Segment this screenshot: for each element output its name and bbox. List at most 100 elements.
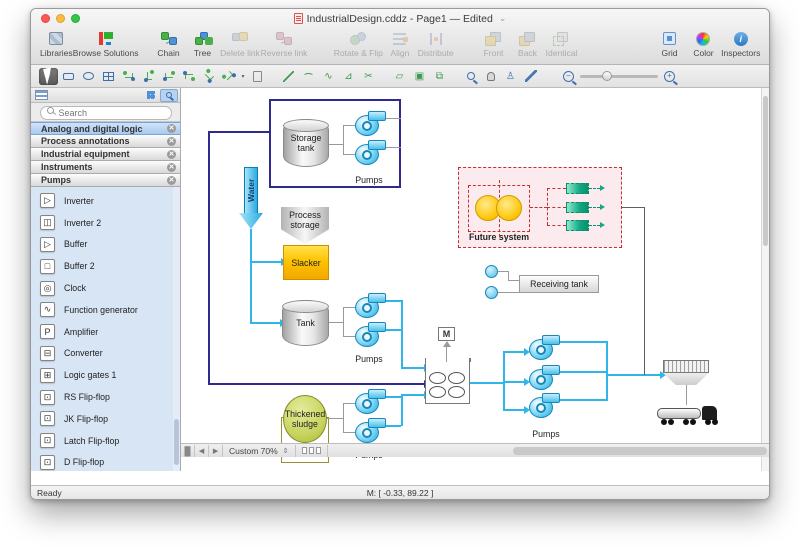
connector-tool-6[interactable]	[219, 68, 238, 85]
pan-tool[interactable]	[481, 68, 500, 85]
shape-item[interactable]: ⊡JK Flip-flop	[31, 408, 180, 430]
table-tool[interactable]	[99, 68, 118, 85]
connector-tool-menu[interactable]: ▾	[241, 73, 245, 80]
pipe-segment[interactable]	[401, 391, 430, 399]
pipe-segment[interactable]	[250, 229, 252, 324]
drawing-canvas[interactable]: Storage tank Pumps Water	[181, 88, 769, 471]
splitter-icon[interactable]: ▐▌	[181, 444, 195, 457]
rotate-flip-button[interactable]: Rotate & Flip	[334, 30, 383, 62]
tank-shape[interactable]: Tank	[282, 300, 329, 346]
pipe-segment[interactable]	[384, 396, 401, 398]
pipe-segment[interactable]	[503, 406, 530, 414]
connector-tool-1[interactable]	[119, 68, 138, 85]
horizontal-scrollbar[interactable]	[328, 445, 769, 457]
delete-link-button[interactable]: Delete link	[220, 30, 261, 62]
inlet-circle-shape[interactable]	[485, 265, 498, 278]
browse-solutions-button[interactable]: Browse Solutions	[73, 30, 138, 62]
pipe-segment[interactable]	[644, 207, 645, 375]
shape-item[interactable]: ∿Function generator	[31, 299, 180, 321]
zoom-slider[interactable]	[580, 70, 658, 81]
slacker-shape[interactable]: Slacker	[283, 245, 329, 280]
pump-shape[interactable]	[529, 393, 560, 418]
library-grid-view-button[interactable]	[142, 89, 160, 102]
pipe-segment[interactable]	[503, 348, 530, 356]
reshape-tool[interactable]: ▱	[395, 70, 404, 82]
hopper-shape[interactable]	[663, 360, 709, 373]
shape-item[interactable]: ⊟Converter	[31, 343, 180, 365]
close-icon[interactable]: ✕	[167, 162, 176, 172]
pump-shape[interactable]	[355, 140, 386, 165]
pipe-segment[interactable]	[208, 380, 430, 388]
rectangle-tool[interactable]	[59, 68, 78, 85]
spline-tool[interactable]: ∿	[324, 70, 333, 82]
page-thumbnails-icon[interactable]	[296, 444, 328, 457]
close-icon[interactable]: ✕	[167, 175, 176, 185]
pump-shape[interactable]	[355, 389, 386, 414]
zoom-button[interactable]	[71, 14, 80, 23]
chain-button[interactable]: Chain	[152, 30, 186, 62]
minimize-button[interactable]	[56, 14, 65, 23]
shape-item[interactable]: ◎Clock	[31, 277, 180, 299]
pipe-segment[interactable]	[250, 258, 287, 266]
libraries-button[interactable]: Libraries	[39, 30, 74, 62]
color-button[interactable]: Color	[686, 30, 720, 62]
identical-button[interactable]: Identical	[544, 30, 578, 62]
zoom-in-icon[interactable]: +	[664, 70, 675, 82]
next-page-button[interactable]: ▶	[209, 444, 223, 457]
prev-page-button[interactable]: ◀	[195, 444, 209, 457]
library-section-instruments[interactable]: Instruments✕	[31, 161, 180, 174]
water-arrow-shape[interactable]: Water	[239, 167, 263, 229]
close-button[interactable]	[41, 14, 50, 23]
format-painter-tool[interactable]: ♙	[506, 70, 515, 82]
zoom-slider-thumb[interactable]	[602, 70, 612, 81]
front-button[interactable]: Front	[476, 30, 510, 62]
thickened-sludge-shape[interactable]: Thickened sludge	[283, 395, 327, 443]
vertical-scrollbar[interactable]	[761, 88, 769, 471]
connector-tool-5[interactable]	[199, 68, 218, 85]
zoom-out-icon[interactable]: –	[563, 70, 574, 82]
close-icon[interactable]: ✕	[167, 124, 176, 133]
shape-item[interactable]: □Buffer 2	[31, 255, 180, 277]
search-input[interactable]	[39, 106, 172, 120]
future-vessel-shape[interactable]	[496, 195, 522, 221]
pipe-segment[interactable]	[401, 395, 403, 426]
split-tool[interactable]: ✂	[364, 70, 373, 82]
shape-item[interactable]: ⊞Logic gates 1	[31, 364, 180, 386]
pump-shape[interactable]	[355, 322, 386, 347]
pipe-segment[interactable]	[401, 364, 430, 372]
library-section-pumps[interactable]: Pumps✕	[31, 174, 180, 187]
titlebar[interactable]: IndustrialDesign.cddz - Page1 — Edited	[31, 9, 769, 28]
pump-shape[interactable]	[529, 365, 560, 390]
pipe-segment[interactable]	[384, 425, 401, 427]
shape-item[interactable]: ▷Buffer	[31, 234, 180, 256]
future-exchanger-shape[interactable]	[566, 202, 589, 213]
pipe-segment[interactable]	[250, 319, 286, 327]
align-button[interactable]: Align	[383, 30, 417, 62]
shape-item[interactable]: ⊡D Flip-flop	[31, 452, 180, 471]
ellipse-tool[interactable]	[79, 68, 98, 85]
process-storage-shape[interactable]: Process storage	[281, 207, 329, 244]
future-exchanger-shape[interactable]	[566, 183, 589, 194]
library-list-icon[interactable]	[35, 90, 48, 100]
select-tool[interactable]	[39, 67, 58, 85]
pipe-segment[interactable]	[384, 329, 401, 331]
pipe-loop-rect[interactable]	[269, 99, 401, 188]
zoom-tool[interactable]	[461, 68, 480, 85]
close-icon[interactable]: ✕	[167, 149, 176, 159]
library-search-button[interactable]	[160, 88, 178, 102]
pipe-segment[interactable]	[558, 341, 606, 343]
pipe-segment[interactable]	[208, 131, 269, 133]
pencil-tool[interactable]	[521, 68, 540, 85]
shape-item[interactable]: ⊡Latch Flip-flop	[31, 430, 180, 452]
pipe-segment[interactable]	[470, 382, 503, 384]
library-section-analog-digital-logic[interactable]: Analog and digital logic✕	[31, 122, 180, 135]
pipe-segment[interactable]	[503, 378, 530, 386]
line-tool[interactable]	[279, 68, 298, 85]
library-section-industrial-equipment[interactable]: Industrial equipment✕	[31, 148, 180, 161]
ungroup-tool[interactable]: ⧉	[435, 70, 444, 82]
inlet-circle-shape[interactable]	[485, 286, 498, 299]
pipe-segment[interactable]	[401, 300, 403, 369]
shape-item[interactable]: ▷Inverter	[31, 190, 180, 212]
pump-shape[interactable]	[355, 293, 386, 318]
